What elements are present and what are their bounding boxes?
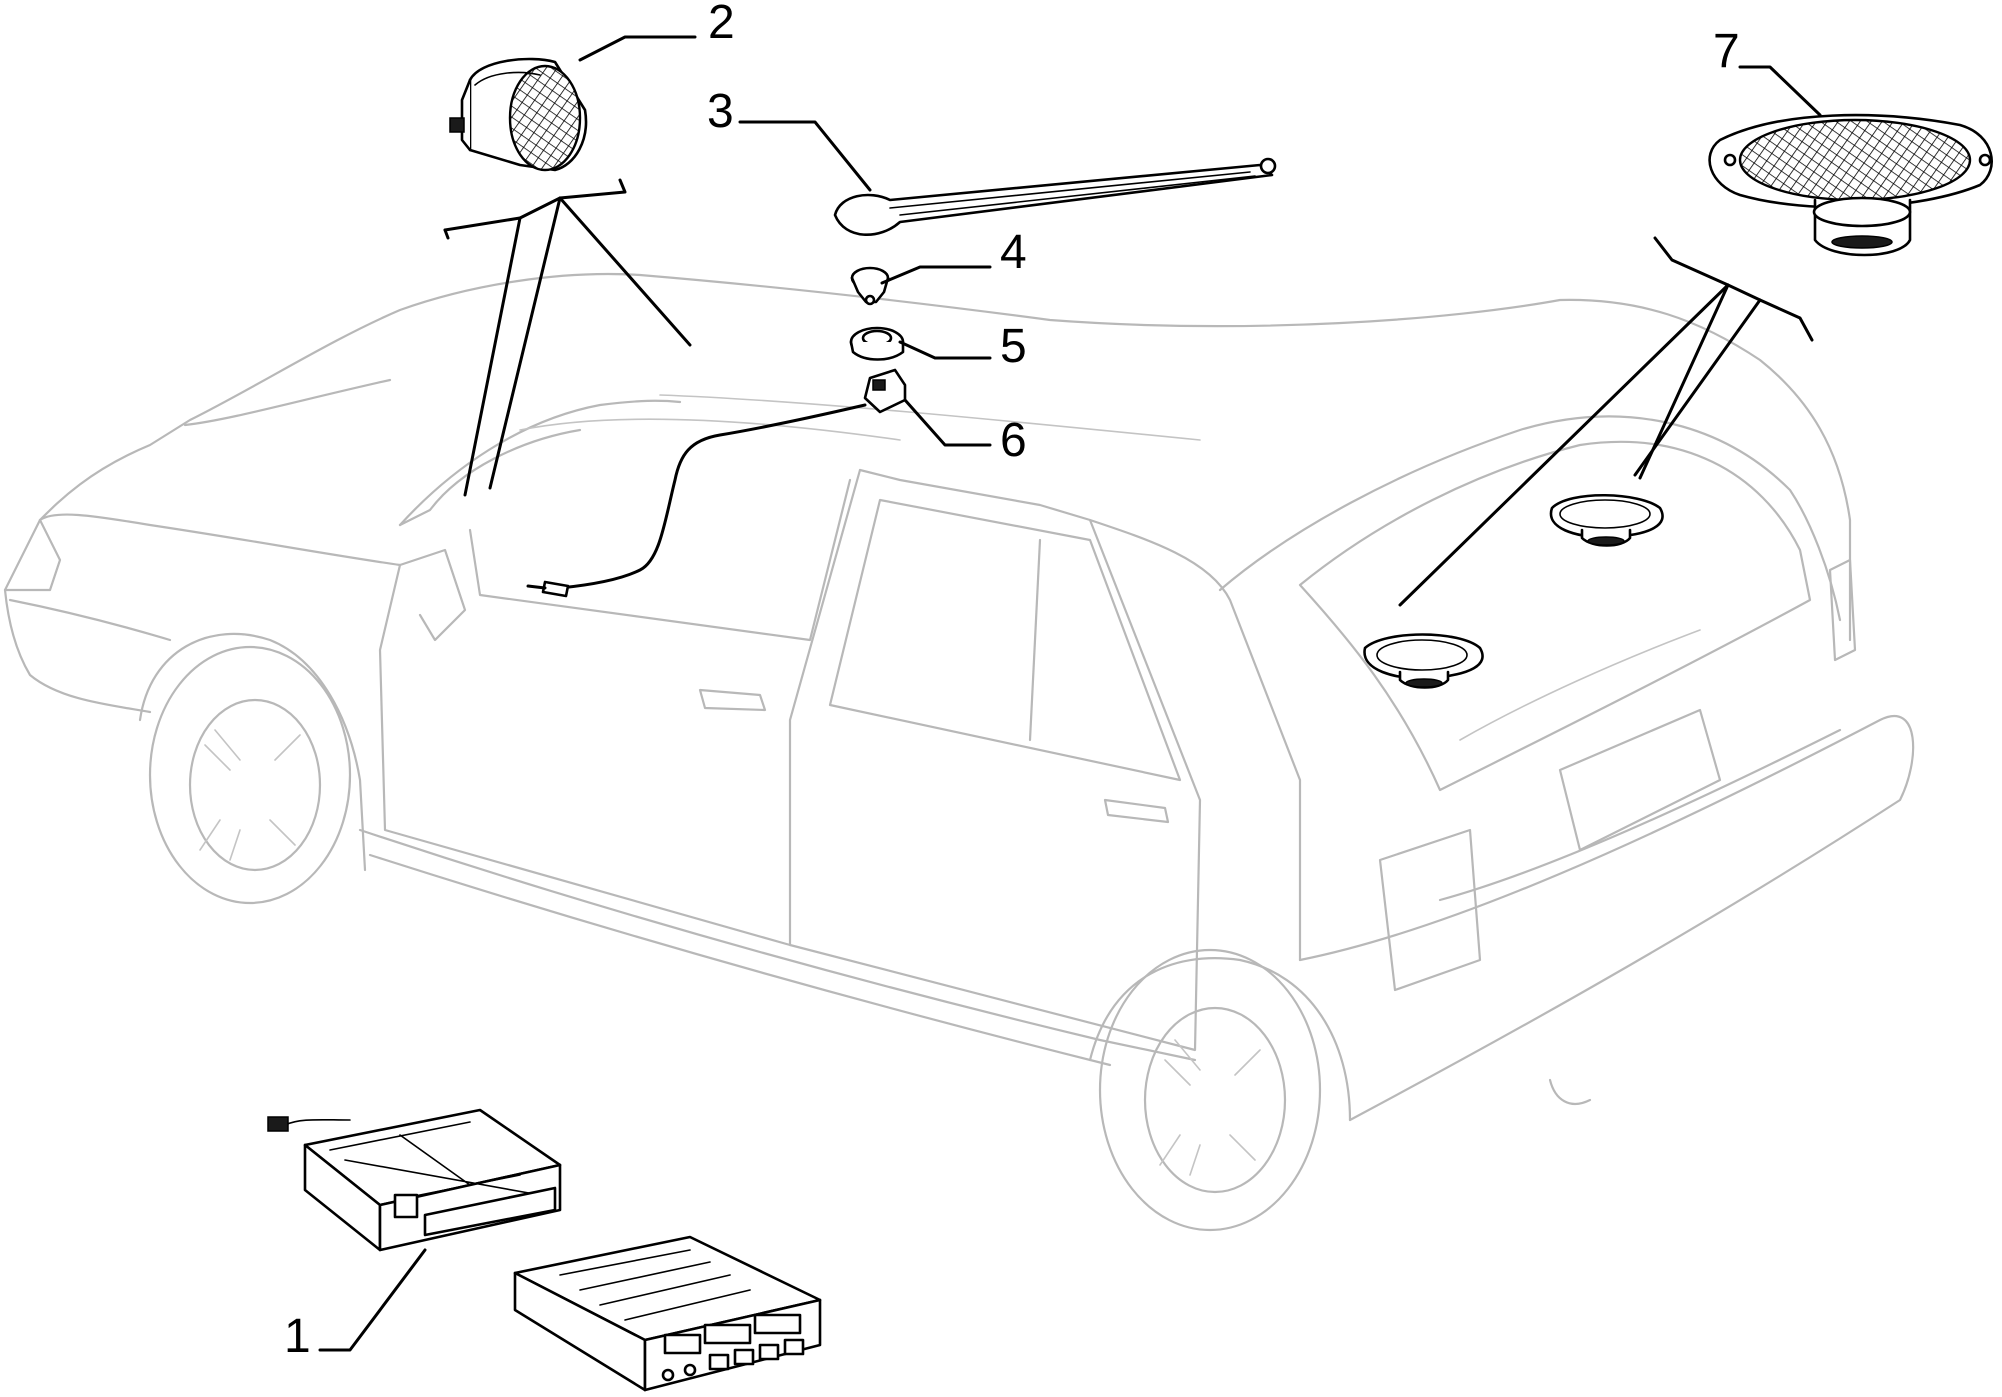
callout-2: 2	[708, 0, 735, 49]
shelf-speaker-left	[1363, 633, 1484, 689]
callout-7: 7	[1713, 25, 1740, 78]
antenna-gasket	[849, 326, 905, 361]
callout-1: 1	[284, 1310, 311, 1363]
antenna-mast	[833, 157, 1277, 236]
callout-6: 6	[1000, 414, 1027, 467]
radio-housing	[267, 1108, 562, 1252]
rear-speaker	[1708, 113, 1993, 257]
front-speaker	[449, 57, 588, 172]
shelf-speaker-right	[1549, 493, 1664, 547]
car-body-outline	[3, 272, 1915, 1232]
radio-unit	[513, 1235, 822, 1392]
leader-lines	[318, 35, 1822, 1352]
callout-5: 5	[1000, 320, 1027, 373]
callout-3: 3	[707, 85, 734, 138]
antenna-base-cable	[526, 368, 907, 598]
callout-4: 4	[1000, 226, 1027, 279]
antenna-nut	[850, 266, 890, 306]
